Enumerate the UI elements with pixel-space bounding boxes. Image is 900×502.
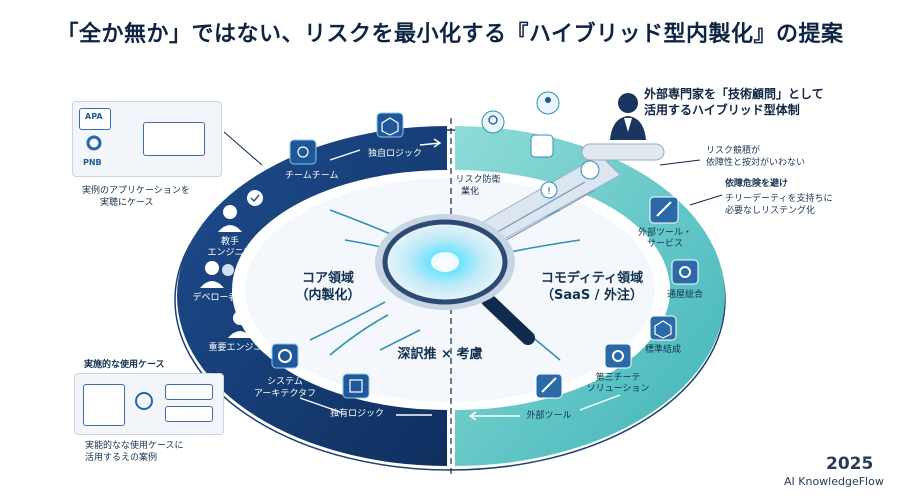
commodity-label-1: コモディティ領域	[540, 271, 644, 286]
outer-ring	[174, 129, 726, 471]
expert-title-2: 活用するハイブリッド型体制	[644, 103, 800, 117]
app-example-panel: APA PNB	[72, 101, 222, 177]
person-icon	[223, 205, 237, 219]
magnifier-icon	[580, 160, 600, 180]
core-flow-arrows	[299, 138, 442, 416]
app-badge-2: PNB	[83, 158, 102, 167]
warning-icon	[540, 181, 558, 199]
risk-defense-label-1: リスク防衛	[455, 175, 501, 185]
brain-network-icon	[289, 139, 317, 165]
commodity-item-third-2: ソリューション	[586, 384, 650, 394]
footer-year: 2025	[826, 454, 874, 474]
commodity-item-ext-tool: 外部ツール	[526, 411, 572, 421]
use-case-panel	[74, 373, 224, 435]
risk-note-1: リスク競積が	[706, 146, 761, 156]
core-item-logic-top: 独自ロジック	[368, 149, 423, 159]
gear-icon	[604, 343, 632, 369]
core-item-logic-bottom: 独有ロジック	[329, 409, 385, 419]
risk-note: リスク競積が 依障性と按対がいわない	[706, 145, 805, 169]
commodity-item-ext-tools-1: 外部ツール・	[637, 228, 693, 238]
core-label-2: （内製化）	[295, 288, 361, 303]
commodity-item-third-1: 第三チーテ	[595, 373, 641, 383]
commodity-icons	[535, 196, 699, 399]
commodity-item-integration: 通屋総合	[666, 290, 704, 300]
app-window-icon	[143, 122, 205, 156]
use-case-caption-2: 活用するえの案例	[85, 453, 158, 463]
commodity-item-standard: 標準結成	[644, 345, 682, 355]
commodity-item-ext-tools-2: サービス	[646, 239, 684, 249]
dependency-note: 依障危険を避け チリーデーティを支持ちに 必要なしリステング化	[725, 178, 832, 217]
lightbulb-icon	[481, 110, 505, 134]
gear-icon	[81, 134, 107, 152]
svg-text:!: !	[547, 186, 551, 197]
core-band	[177, 126, 447, 466]
app-badge-1: APA	[85, 112, 103, 121]
expert-pedestal	[581, 143, 665, 161]
chart-icon	[530, 134, 554, 158]
person-icon	[233, 311, 247, 325]
expert-title: 外部専門家を「技術顧問」として 活用するハイブリッド型体制	[644, 86, 824, 118]
app-example-caption-2: 実聴にケース	[100, 198, 154, 208]
person-icon	[205, 261, 219, 275]
expert-person-icon	[610, 93, 646, 140]
use-case-caption-1: 実能的なな使用ケースに	[85, 441, 184, 451]
dependency-note-2: 必要なしリステング化	[725, 206, 816, 216]
deep-consideration-label: 深訳推 × 考慮	[397, 347, 483, 362]
app-example-caption-1: 実例のアプリケーションを	[82, 186, 190, 196]
core-item-edu-2: エンジニア	[207, 248, 253, 258]
core-label-1: コア領域	[301, 271, 355, 286]
risk-note-2: 依障性と按対がいわない	[706, 158, 806, 168]
page-title: 「全か無か」ではない、リスクを最小化する『ハイブリッド型内製化』の提案	[56, 22, 844, 47]
dependency-note-1: チリーデーティを支持ちに	[725, 194, 833, 204]
dependency-note-title: 依障危険を避け	[725, 179, 789, 189]
check-icon	[247, 190, 263, 206]
footer-brand: AI KnowledgeFlow	[784, 475, 884, 488]
gear-icon	[271, 343, 299, 369]
risk-defense-label-2: 業化	[460, 187, 480, 197]
box-icon	[649, 315, 677, 341]
expert-title-1: 外部専門家を「技術顧問」として	[644, 87, 824, 101]
core-item-sys-1: システム	[267, 377, 303, 387]
use-case-heading: 実施的な使用ケース	[84, 360, 165, 370]
commodity-label-2: （SaaS / 外注）	[540, 288, 644, 303]
core-item-team: チームチーム	[285, 171, 339, 181]
box-icon	[342, 373, 370, 399]
expert-icons: !	[481, 91, 600, 199]
core-item-sys-2: アーキテクタフ	[253, 389, 317, 399]
box-icon	[376, 112, 404, 138]
gear-icon	[671, 259, 699, 285]
commodity-flow-arrows	[468, 394, 621, 421]
magnifier-icon	[375, 214, 535, 345]
core-item-key-eng: 重要エンジニア	[208, 343, 272, 353]
core-icons	[200, 112, 404, 399]
core-item-dev: デベロー者	[192, 293, 238, 303]
core-item-edu-1: 教手	[220, 237, 240, 247]
